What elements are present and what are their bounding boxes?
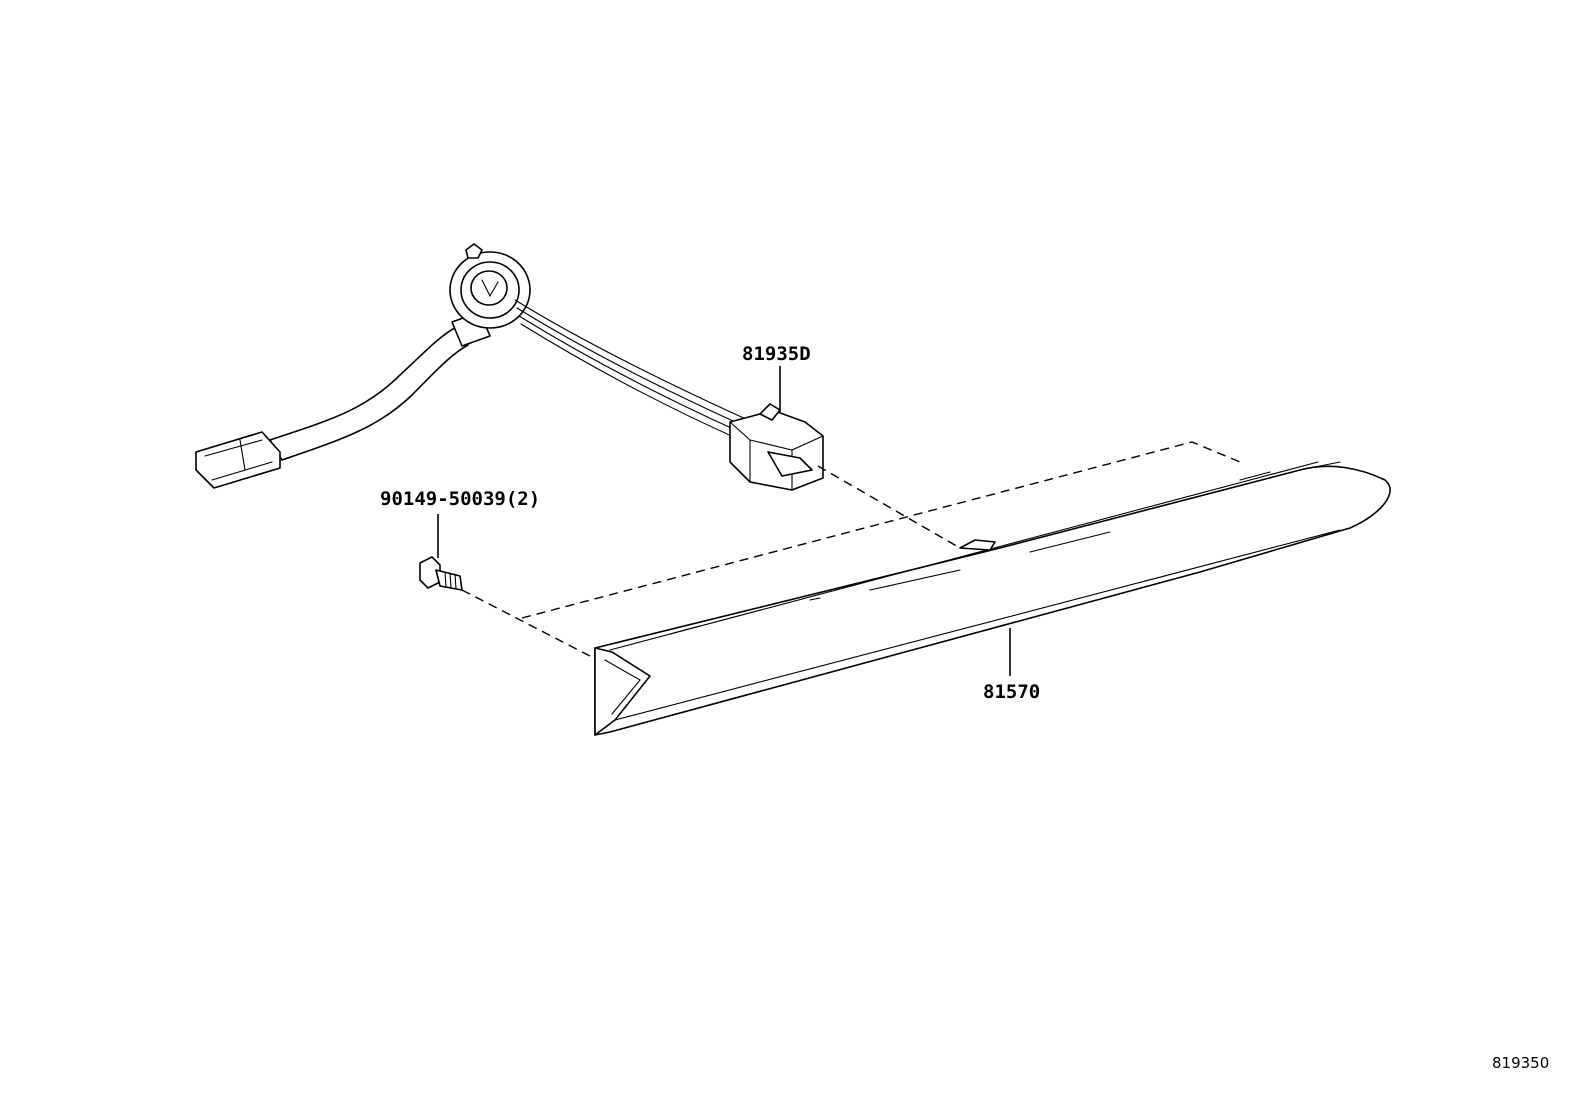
diagram-reference-number: 819350 [1492, 1054, 1549, 1072]
part-label-lamp: 81570 [983, 681, 1040, 703]
part-label-wire: 81935D [742, 343, 811, 365]
part-label-screw: 90149-50039(2) [380, 488, 540, 510]
twin-wires [514, 299, 749, 439]
left-connector [195, 431, 281, 489]
high-mount-stop-lamp[interactable] [594, 461, 1391, 736]
right-connector [729, 403, 824, 491]
lens-highlights [669, 461, 1341, 635]
screw[interactable] [419, 556, 463, 591]
lamp-end-cap [594, 647, 651, 736]
assembly-dash-lines [461, 441, 1241, 657]
grommet [449, 243, 531, 347]
wire-harness[interactable] [195, 243, 824, 491]
